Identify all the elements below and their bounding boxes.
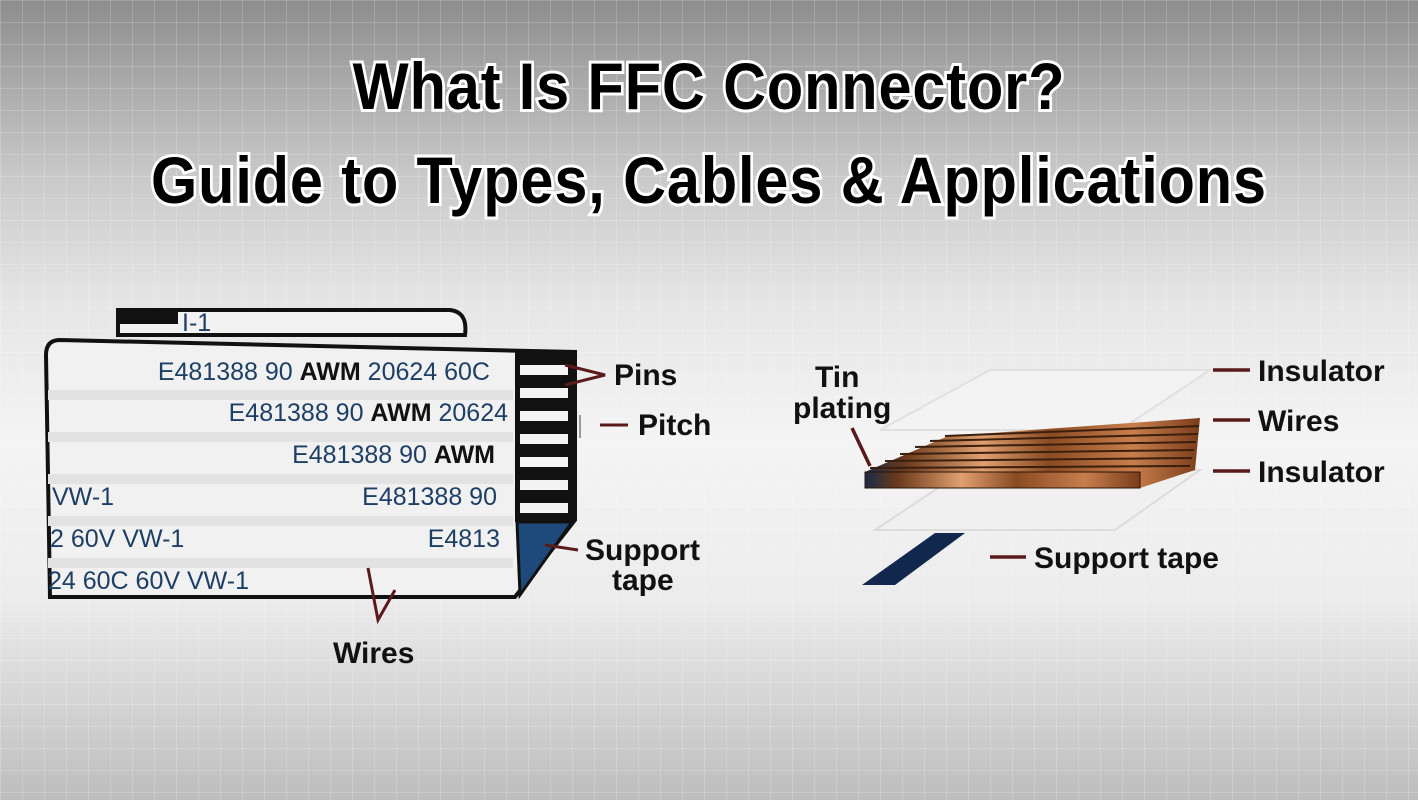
insulator-top-label: Insulator [1258, 355, 1385, 388]
marking-row: E481388 90 AWM [292, 441, 495, 469]
ffc-layer-diagram: Tin plating Insulator Wires Insulator Su… [793, 355, 1385, 585]
wires-layer-label: Wires [1258, 405, 1339, 438]
marking-row: E4813 [428, 525, 500, 553]
marking-row: 24 60C 60V VW-1 [48, 567, 249, 595]
marking-row: 2 60V VW-1 [50, 525, 184, 553]
support-tape-piece [862, 533, 965, 585]
wires-label: Wires [333, 637, 414, 670]
cable-back-fold [116, 308, 468, 337]
pitch-label: Pitch [638, 409, 711, 442]
copper-wires [864, 418, 1200, 489]
tin-plating-label: plating [793, 392, 891, 425]
insulator-bottom-label: Insulator [1258, 456, 1385, 489]
marking-row: E481388 90 AWM 20624 60C [158, 358, 490, 386]
marking-row: VW-1 [52, 483, 114, 511]
pin-contacts [515, 352, 573, 522]
pins-label: Pins [614, 359, 677, 392]
title-line-1: What Is FFC Connector? [350, 46, 1067, 126]
ffc-cable-diagram: I-1 E481388 90 AWM 20624 60C E481388 90 … [43, 308, 711, 670]
support-tape-label: Support [585, 534, 700, 567]
support-tape-layer-label: Support tape [1034, 542, 1219, 575]
support-tape-label: tape [612, 564, 674, 597]
tin-plating-label: Tin [815, 361, 859, 394]
support-tape-fold [515, 520, 575, 600]
marking-row: E481388 90 AWM 20624 [229, 399, 508, 427]
top-marking: I-1 [182, 309, 211, 337]
marking-row: E481388 90 [362, 483, 497, 511]
title-line-2: Guide to Types, Cables & Applications [148, 140, 1268, 220]
